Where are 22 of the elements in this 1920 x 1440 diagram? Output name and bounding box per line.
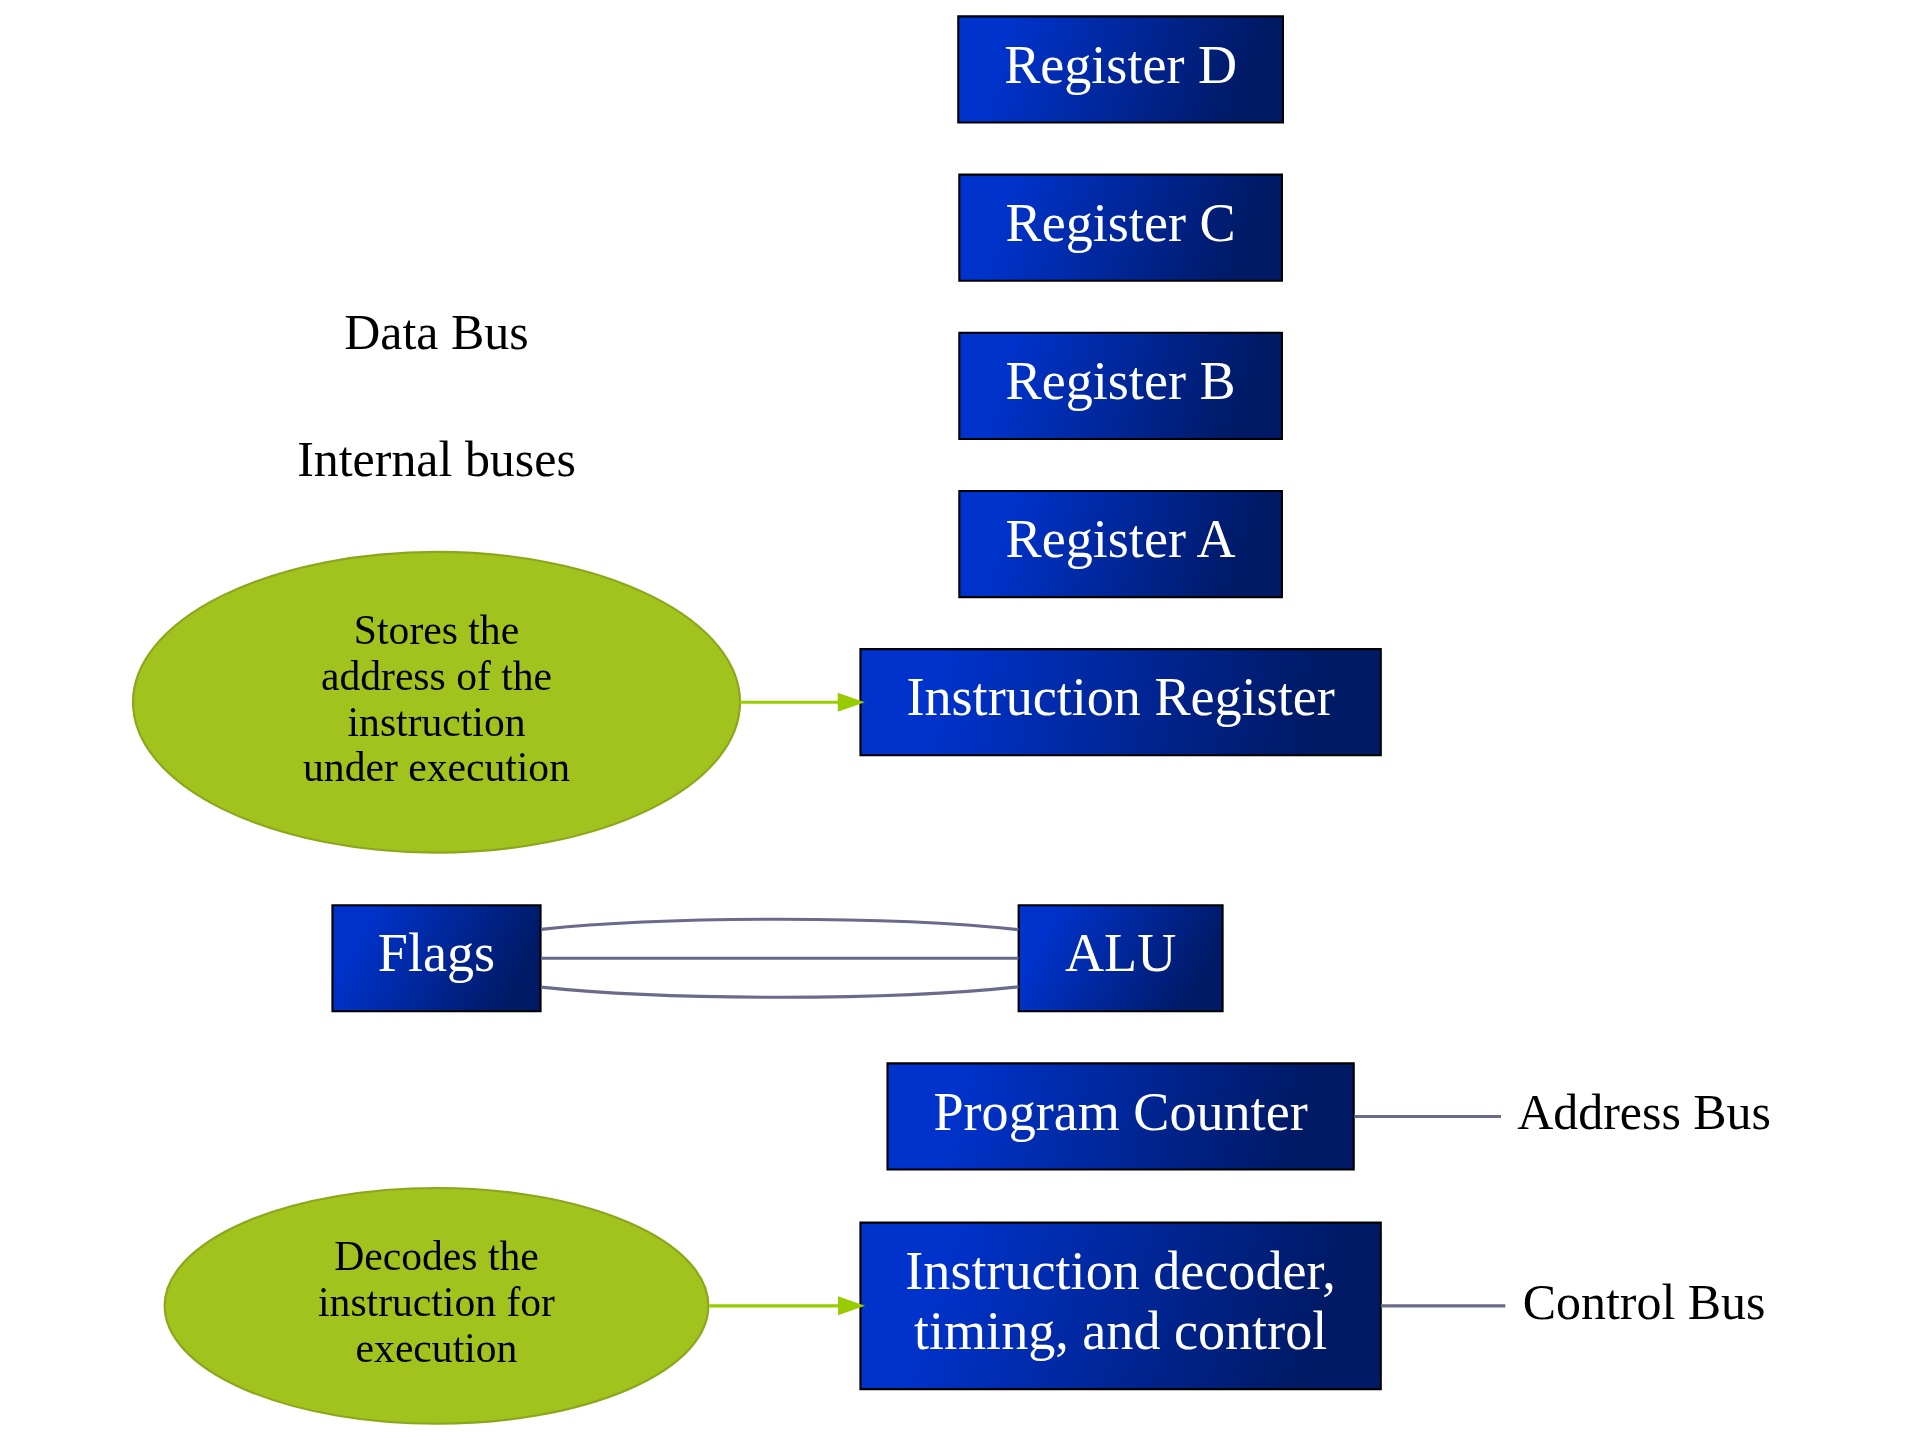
connector bbox=[1354, 1114, 1502, 1118]
node-box: Flags bbox=[331, 904, 542, 1013]
connector bbox=[541, 956, 1019, 960]
node-box: ALU bbox=[1017, 904, 1224, 1013]
node-box: Register D bbox=[957, 15, 1284, 124]
node-box: Register C bbox=[958, 173, 1283, 282]
node-box: Instruction decoder, timing, and control bbox=[859, 1221, 1382, 1391]
node-box: Instruction Register bbox=[859, 648, 1382, 757]
node-box: Register A bbox=[958, 489, 1283, 599]
connector bbox=[540, 917, 1019, 932]
connector bbox=[1380, 1304, 1506, 1308]
node-ellipse: Stores the address of the instruction under execution bbox=[131, 550, 742, 854]
node-text: Address Bus bbox=[1517, 1084, 1772, 1141]
arrow bbox=[709, 1296, 866, 1316]
node-text: Control Bus bbox=[1522, 1273, 1766, 1330]
label: Data Bus bbox=[344, 303, 529, 360]
node-box: Register B bbox=[958, 331, 1283, 440]
node-box: Program Counter bbox=[886, 1062, 1355, 1171]
arrow bbox=[739, 692, 865, 712]
connector bbox=[540, 985, 1019, 999]
label: Internal buses bbox=[297, 430, 576, 487]
node-ellipse: Decodes the instruction for execution bbox=[163, 1186, 710, 1425]
